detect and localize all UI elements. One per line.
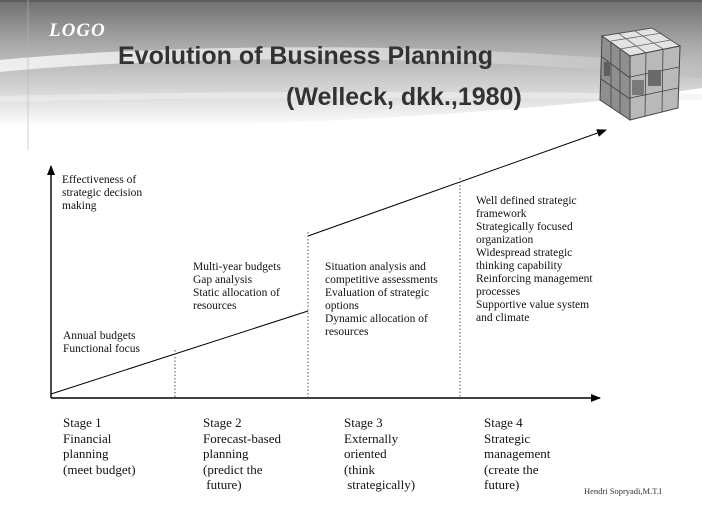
slide-title: Evolution of Business Planning bbox=[118, 42, 494, 70]
header-background bbox=[0, 0, 702, 150]
trend-line-lower bbox=[50, 310, 309, 395]
stage-2-label: Stage 2 Forecast-based planning (predict… bbox=[203, 415, 281, 492]
logo-text: LOGO bbox=[49, 20, 106, 41]
slide-subtitle: (Welleck, dkk.,1980) bbox=[286, 83, 522, 111]
stage-3-description: Situation analysis and competitive asses… bbox=[325, 261, 438, 338]
stage-1-description: Annual budgets Functional focus bbox=[63, 330, 140, 355]
cube-logo-icon bbox=[599, 27, 682, 121]
stage-4-description: Well defined strategic framework Strateg… bbox=[476, 195, 593, 324]
trend-arrow-icon bbox=[307, 129, 607, 237]
author-credit: Hendri Sopryadi,M.T.I bbox=[584, 486, 662, 496]
stage-2-description: Multi-year budgets Gap analysis Static a… bbox=[193, 261, 281, 312]
stage-3-label: Stage 3 Externally oriented (think strat… bbox=[344, 415, 416, 492]
y-axis-label: Effectiveness of strategic decision maki… bbox=[62, 174, 143, 212]
header-banner: LOGO Evolution of Business Planning (Wel… bbox=[0, 0, 702, 150]
stage-1-label: Stage 1 Financial planning (meet budget) bbox=[63, 415, 136, 477]
stage-4-label: Stage 4 Strategic management (create the… bbox=[484, 415, 551, 492]
